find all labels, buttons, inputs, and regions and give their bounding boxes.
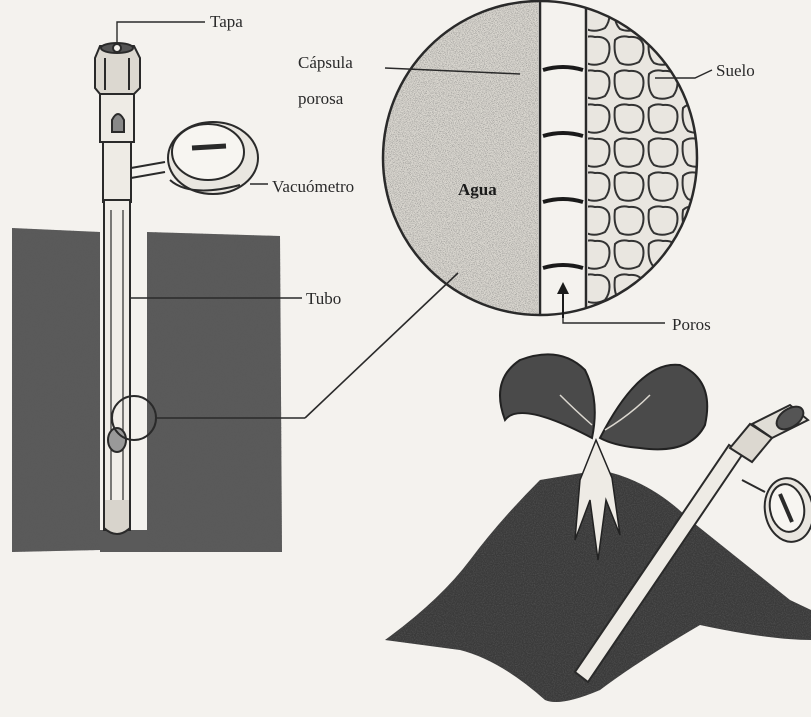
soil-block	[12, 228, 282, 552]
label-vacuometro: Vacuómetro	[272, 177, 354, 196]
label-suelo: Suelo	[716, 61, 755, 80]
leader-tapa	[117, 22, 205, 42]
label-agua: Agua	[458, 180, 497, 199]
label-tubo: Tubo	[306, 289, 341, 308]
label-capsula-line1: Cápsula	[298, 53, 353, 72]
vacuum-gauge-upright	[168, 122, 258, 194]
label-capsula-line2: porosa	[298, 89, 344, 108]
label-tapa: Tapa	[210, 12, 243, 31]
label-poros: Poros	[672, 315, 711, 334]
plant-scene	[385, 354, 811, 702]
leader-poros	[563, 318, 665, 323]
